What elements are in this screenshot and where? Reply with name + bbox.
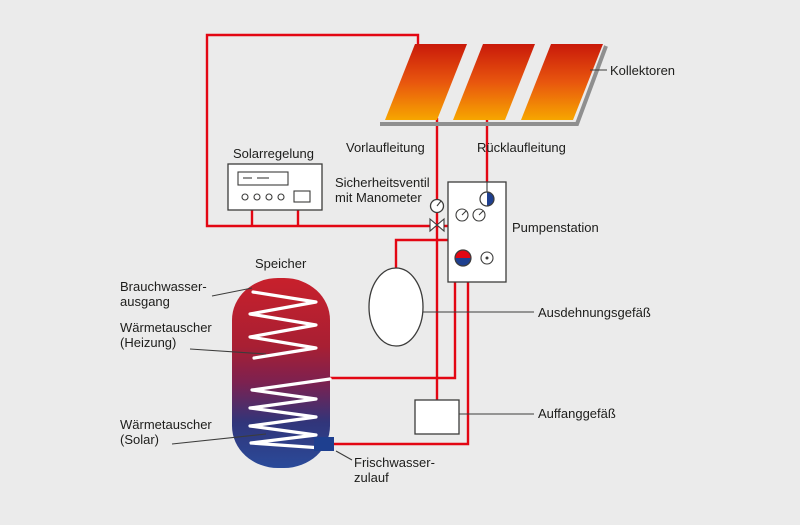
pump-icon-rim — [454, 249, 472, 267]
collector-panels — [385, 44, 603, 120]
label-ruecklaufleitung: Rücklaufleitung — [477, 140, 566, 155]
controller-button — [265, 193, 273, 201]
label-text: Brauchwasser- — [120, 279, 207, 294]
pointer-frischwasser — [335, 450, 353, 461]
storage-tank — [232, 278, 334, 468]
gauge-needle — [461, 210, 467, 216]
pump-station-box — [447, 181, 507, 283]
safety-valve-assembly — [429, 198, 445, 233]
label-ausdehnungsgefaess: Ausdehnungsgefäß — [538, 305, 651, 320]
label-auffanggefaess: Auffanggefäß — [538, 406, 616, 421]
label-waermetauscher-solar: Wärmetauscher (Solar) — [120, 417, 212, 447]
fresh-water-inlet-port — [314, 437, 334, 451]
label-text: ausgang — [120, 294, 170, 309]
label-pumpenstation: Pumpenstation — [512, 220, 599, 235]
label-text: (Heizung) — [120, 335, 177, 350]
pointer-lines — [171, 69, 607, 461]
collector-panel — [453, 44, 535, 120]
controller-button — [241, 193, 249, 201]
pipe-expansion-vessel — [394, 238, 450, 270]
pipe-network — [205, 33, 489, 446]
label-text: Rücklaufleitung — [477, 140, 566, 155]
label-solarregelung: Solarregelung — [233, 146, 314, 161]
valve-dial-dot — [485, 256, 489, 260]
solar-controller — [227, 163, 323, 211]
collector-panel — [385, 44, 467, 120]
pipe-sensor-line — [205, 33, 448, 228]
thermometer-dial — [479, 191, 495, 207]
pointer-waermetauscher-solar — [171, 433, 267, 445]
valve-icon — [429, 217, 438, 233]
pointer-waermetauscher-heizung — [189, 348, 267, 355]
heating-coil — [248, 290, 318, 360]
label-text: Kollektoren — [610, 63, 676, 78]
expansion-vessel — [368, 267, 424, 347]
label-waermetauscher-heizung: Wärmetauscher (Heizung) — [120, 320, 212, 350]
label-sicherheitsventil: Sicherheitsventil mit Manometer — [335, 175, 430, 205]
solar-coil — [248, 377, 332, 450]
pump-icon-hot-half — [455, 250, 471, 258]
label-text: Solarregelung — [233, 146, 314, 161]
pump-station — [447, 181, 507, 283]
controller-switch — [293, 190, 311, 203]
collector-panel — [521, 44, 603, 120]
pointer-brauchwasser — [211, 287, 253, 297]
controller-box — [227, 163, 323, 211]
gauge-needle — [478, 210, 484, 216]
label-text: Frischwasser- — [354, 455, 435, 470]
controller-button — [277, 193, 285, 201]
label-vorlaufleitung: Vorlaufleitung — [346, 140, 425, 155]
label-text: (Solar) — [120, 432, 160, 447]
label-kollektoren: Kollektoren — [610, 63, 675, 78]
label-text: Sicherheitsventil — [335, 175, 430, 190]
label-text: mit Manometer — [335, 190, 422, 205]
label-text: Speicher — [255, 256, 307, 271]
valve-icon — [436, 217, 445, 233]
label-text: Wärmetauscher — [120, 417, 212, 432]
controller-button — [253, 193, 261, 201]
label-text: Wärmetauscher — [120, 320, 212, 335]
catch-vessel — [414, 399, 460, 435]
label-text: zulauf — [354, 470, 389, 485]
label-text: Vorlaufleitung — [346, 140, 425, 155]
label-speicher: Speicher — [255, 256, 306, 271]
manometer-needle — [436, 200, 442, 207]
thermometer-icon — [487, 192, 494, 206]
label-text: Pumpenstation — [512, 220, 599, 235]
collector-rail — [380, 45, 608, 126]
label-frischwasserzulauf: Frischwasser- zulauf — [354, 455, 435, 485]
pipe-solar-flow — [330, 282, 457, 380]
label-brauchwasserausgang: Brauchwasser- ausgang — [120, 279, 207, 309]
label-text: Ausdehnungsgefäß — [538, 305, 651, 320]
pump-icon-cold-half — [455, 258, 471, 266]
label-text: Auffanggefäß — [538, 406, 616, 421]
pipe-solar-return — [334, 282, 470, 446]
